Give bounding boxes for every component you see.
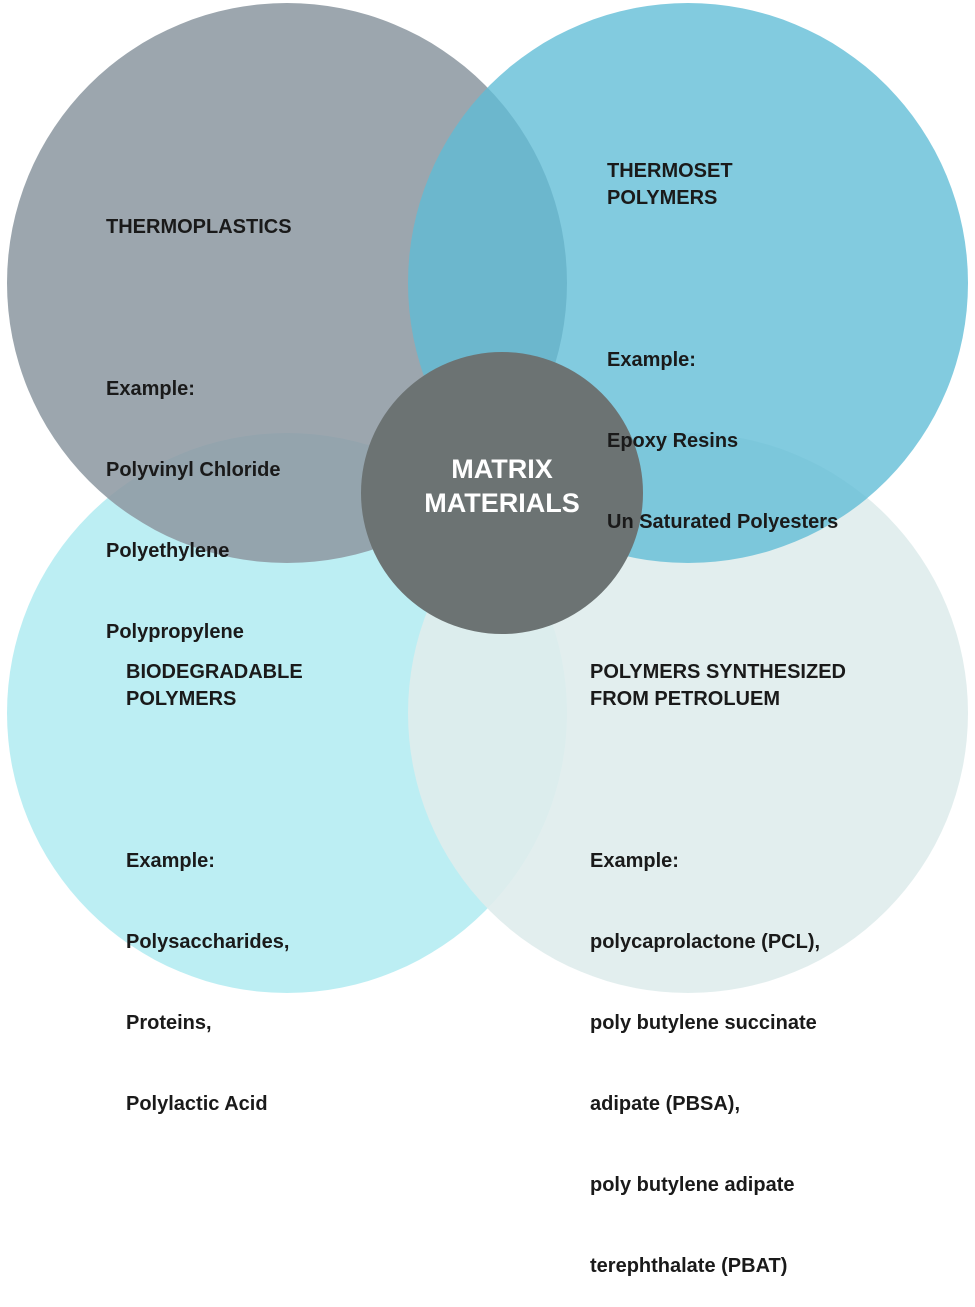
example-label: Example: [590, 850, 679, 872]
example: poly butylene adipate [590, 1174, 795, 1196]
center-line1: MATRIX [451, 454, 553, 484]
center-label: MATRIX MATERIALS [362, 452, 642, 520]
quadrant-title: THERMOPLASTICS [106, 216, 292, 238]
example: polycaprolactone (PCL), [590, 931, 821, 953]
example: Un Saturated Polyesters [607, 511, 839, 533]
example: Polysaccharides, [126, 931, 290, 953]
example: Polyvinyl Chloride [106, 459, 281, 481]
example: adipate (PBSA), [590, 1093, 741, 1115]
quadrant-title: BIODEGRADABLE POLYMERS [126, 661, 303, 710]
thermoplastics-text: THERMOPLASTICS Example: Polyvinyl Chlori… [106, 160, 292, 673]
petroleum-text: POLYMERS SYNTHESIZED FROM PETROLUEM Exam… [590, 605, 846, 1307]
example: Polypropylene [106, 621, 244, 643]
venn-diagram [7, 3, 968, 993]
example: Polyethylene [106, 540, 230, 562]
example: Proteins, [126, 1012, 212, 1034]
biodegradable-text: BIODEGRADABLE POLYMERS Example: Polysacc… [126, 605, 303, 1145]
example: Polylactic Acid [126, 1093, 268, 1115]
example-label: Example: [126, 850, 215, 872]
quadrant-title: THERMOSET POLYMERS [607, 160, 733, 209]
example-label: Example: [106, 378, 195, 400]
example: terephthalate (PBAT) [590, 1255, 788, 1277]
center-circle [361, 352, 643, 634]
quadrant-title: POLYMERS SYNTHESIZED FROM PETROLUEM [590, 661, 846, 710]
center-line2: MATERIALS [424, 488, 580, 518]
thermoset-text: THERMOSET POLYMERS Example: Epoxy Resins… [607, 104, 838, 563]
example-label: Example: [607, 349, 696, 371]
example: poly butylene succinate [590, 1012, 817, 1034]
example: Epoxy Resins [607, 430, 739, 452]
